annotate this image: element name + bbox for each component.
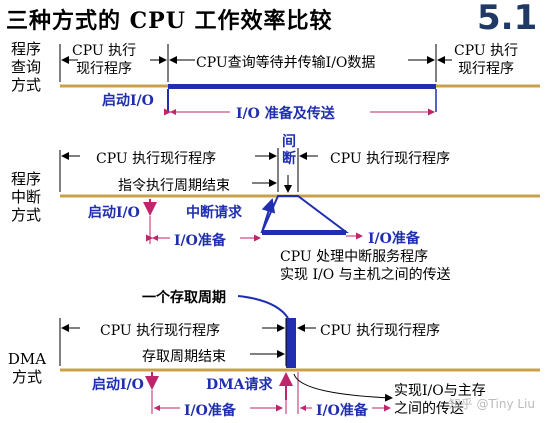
dma-cpu-after: CPU 执行现行程序 [320, 323, 441, 339]
interrupt-vertical-label: 间 断 [282, 134, 296, 167]
dma-access-cycle-bar [286, 318, 296, 368]
interrupt-cpu-after: CPU 执行现行程序 [330, 151, 451, 167]
polling-start-io: 启动I/O [102, 93, 154, 109]
interrupt-io-ready-left: I/O准备 [174, 233, 226, 249]
dma-request-label: DMA请求 [206, 377, 273, 393]
polling-cpu-after: CPU 执行 现行程序 [454, 43, 519, 77]
page-title: 三种方式的 CPU 工作效率比较 [6, 8, 333, 34]
row-label-dma: DMA 方式 [7, 350, 47, 386]
dma-io-ready-right: I/O准备 [316, 403, 368, 419]
dma-access-cycle-end: 存取周期结束 [142, 349, 226, 365]
watermark: 知乎 @Tiny Liu [448, 397, 535, 411]
interrupt-cpu-before: CPU 执行现行程序 [96, 151, 217, 167]
interrupt-io-ready-right: I/O准备 [368, 231, 420, 247]
interrupt-start-io: 启动I/O [88, 205, 140, 221]
polling-io-ready-transfer: I/O 准备及传送 [236, 106, 335, 122]
dma-transfer-note: 实现I/O与主存 之间的传送 [394, 383, 486, 417]
row-label-polling: 程序 查询 方式 [10, 40, 41, 94]
interrupt-request-label: 中断请求 [186, 205, 242, 221]
row-label-interrupt: 程序 中断 方式 [10, 170, 41, 224]
dma-start-io: 启动I/O [92, 377, 144, 393]
polling-waiting: CPU查询等待并传输I/O数据 [196, 55, 376, 71]
interrupt-service-program: CPU 处理中断服务程序 实现 I/O 与主机之间的传送 [280, 249, 451, 283]
dma-cpu-before: CPU 执行现行程序 [100, 323, 221, 339]
interrupt-instr-cycle-end: 指令执行周期结束 [118, 178, 230, 194]
section-number: 5.1 [477, 0, 538, 38]
dma-one-access-cycle: 一个存取周期 [142, 290, 226, 306]
polling-busy-bar [168, 84, 436, 89]
dma-io-ready-left: I/O准备 [184, 403, 236, 419]
polling-cpu-before: CPU 执行 现行程序 [72, 43, 137, 77]
